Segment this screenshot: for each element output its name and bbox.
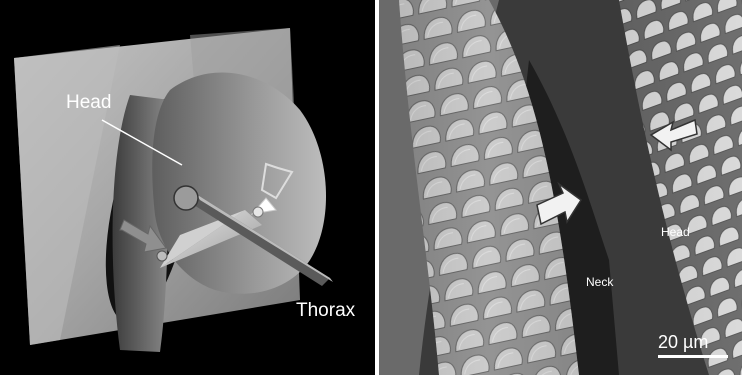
label-neck-sem: Neck	[586, 275, 613, 289]
label-head: Head	[66, 92, 111, 114]
label-head-sem: Head	[661, 225, 690, 239]
scale-bar-label: 20 µm	[658, 332, 708, 353]
sem-image	[379, 0, 742, 375]
panel-sem-micrograph: Head Neck 20 µm	[379, 0, 742, 375]
panel-3d-model: Head Thorax	[0, 0, 375, 375]
panel-divider	[375, 0, 379, 375]
pivot	[174, 186, 198, 210]
scale-bar	[658, 355, 728, 358]
label-thorax: Thorax	[296, 300, 355, 322]
